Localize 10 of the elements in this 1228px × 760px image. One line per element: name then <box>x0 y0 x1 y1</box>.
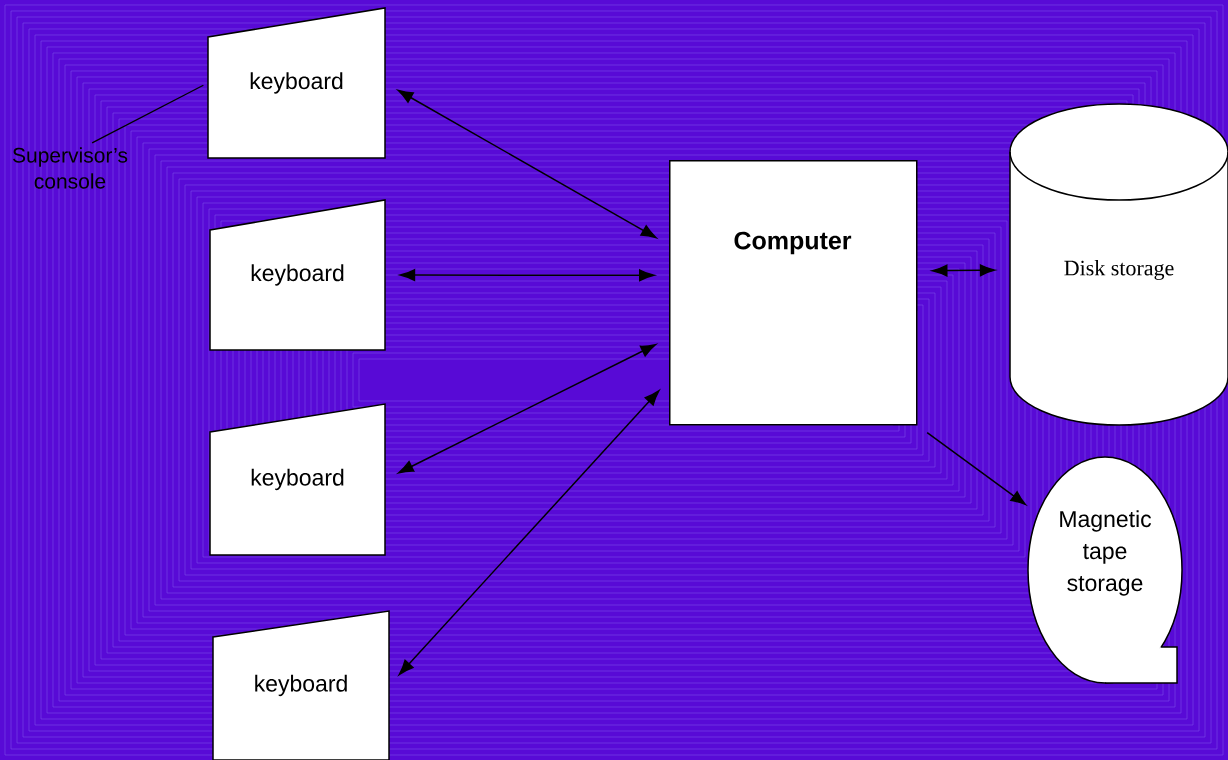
arrow <box>931 264 996 277</box>
arrow <box>399 269 655 282</box>
callout-text: Supervisor’s console <box>13 147 128 189</box>
computer-box: Computer <box>669 160 918 426</box>
disk-cylinder: Disk storage <box>1009 103 1228 426</box>
arrow <box>397 89 657 239</box>
arrow <box>926 431 1027 506</box>
leader-line <box>91 84 204 144</box>
arrow <box>398 344 657 474</box>
arrow <box>398 390 660 676</box>
